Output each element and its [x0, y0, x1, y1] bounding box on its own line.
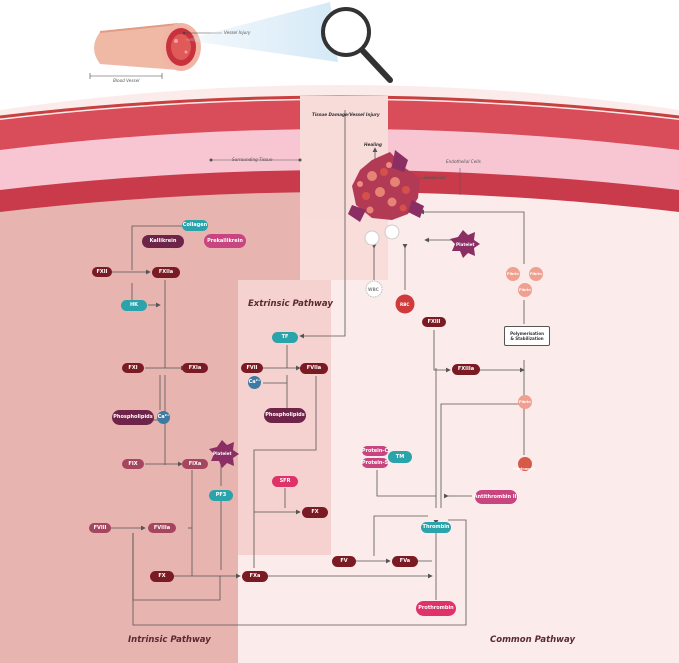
polymerisation-box: Polymerisation & Stabilization [504, 326, 550, 346]
fibrin-label-4: Fibrin [519, 400, 531, 404]
node-pf3: PF3 [209, 490, 233, 501]
node-fva: FVa [392, 556, 418, 567]
node-thrombin: Thrombin [421, 522, 451, 533]
node-ca-intrinsic: Ca²⁺ [157, 411, 170, 424]
healing-label: Healing [364, 142, 383, 147]
blood-clot-illustration [348, 150, 424, 246]
node-fx-intrinsic: FX [150, 571, 174, 582]
node-fxii: FXII [92, 267, 112, 277]
node-prekallikrein: Prekallikrein [204, 234, 246, 248]
node-fvii: FVII [241, 363, 263, 373]
rbc-label: RBC [400, 302, 410, 307]
node-fixa: FIXa [182, 459, 208, 469]
platelet-intrinsic-label: Platelet [213, 451, 232, 456]
node-tm: TM [388, 451, 412, 463]
node-tf: TF [272, 332, 298, 343]
node-ca-extrinsic: Ca²⁺ [248, 376, 261, 389]
node-phospholipids-extrinsic: Phospholipids [264, 408, 306, 423]
node-fviiia: FVIIIa [148, 523, 176, 533]
node-fx-extrinsic: FX [302, 507, 328, 518]
vessel-injury-label: Vessel Injury [224, 30, 251, 35]
endothelial-cells-label: Endothelial Cells [446, 159, 481, 164]
polymerisation-line1: Polymerisation [510, 331, 544, 336]
wbc-label: WBC [368, 287, 379, 292]
node-fviia: FVIIa [300, 363, 328, 374]
node-antithrombin: Antithrombin III [474, 490, 518, 504]
node-collagen: Collagen [182, 220, 208, 231]
fibrin-illustration [506, 267, 543, 471]
node-phospholipids-intrinsic: Phospholipids [112, 410, 154, 425]
node-kallikrein: Kallikrein [142, 235, 184, 248]
node-protein-c: Protein-C [362, 446, 388, 456]
node-hk: HK [121, 300, 147, 311]
fibrinogen-label: Fibrinogen [513, 467, 535, 471]
extrinsic-pathway-title: Extrinsic Pathway [248, 299, 333, 309]
node-fix: FIX [122, 459, 144, 469]
surrounding-tissue-label: Surrounding Tissue [232, 157, 273, 162]
node-prothrombin: Prothrombin [416, 601, 456, 616]
polymerisation-line2: & Stabilization [510, 336, 544, 341]
blood-vessel-label: Blood Vessel [113, 78, 140, 83]
node-sfr: SFR [272, 476, 298, 487]
blood-clot-label: Blood Clot [424, 175, 446, 180]
node-fxa: FXa [242, 571, 268, 582]
fibrin-label-2: Fibrin [530, 272, 542, 276]
fibrin-label-1: Fibrin [507, 272, 519, 276]
node-fviii: FVIII [89, 523, 111, 533]
fibrin-label-3: Fibrin [519, 288, 531, 292]
platelet-clot-label: Platelet [456, 242, 475, 247]
node-fxi: FXI [122, 363, 144, 373]
node-fv: FV [332, 556, 356, 567]
magnifier-illustration [184, 2, 393, 83]
node-fxia: FXIa [182, 363, 208, 373]
node-fxiii: FXIII [422, 317, 446, 327]
node-fxiiia: FXIIIa [452, 364, 480, 375]
blood-vessel-illustration [89, 23, 222, 79]
node-fxiia: FXIIa [152, 267, 180, 278]
intrinsic-pathway-title: Intrinsic Pathway [128, 635, 211, 645]
common-pathway-title: Common Pathway [490, 635, 576, 645]
tissue-damage-label: Tissue Damage/Vessel Injury [312, 112, 380, 117]
node-protein-s: Protein-S [362, 458, 388, 468]
